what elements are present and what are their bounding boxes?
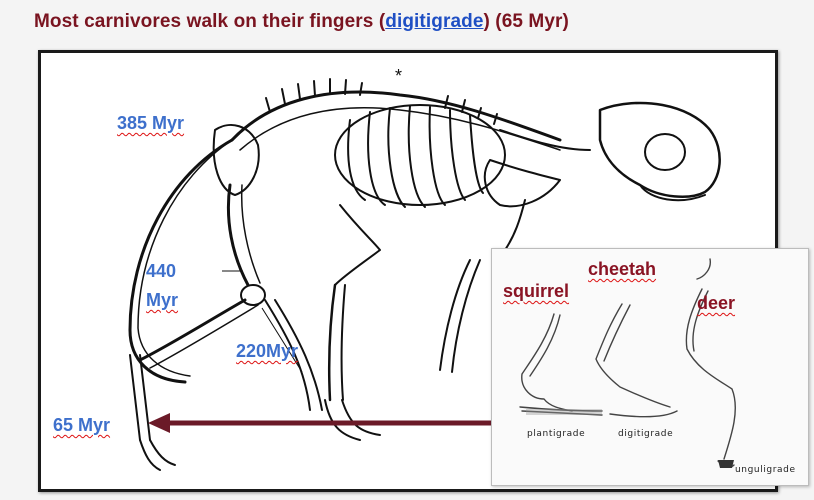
label-440-number: 440 [146,261,176,282]
label-unguligrade: unguligrade [735,465,796,475]
label-deer-text: deer [697,293,735,313]
label-digitigrade: digitigrade [618,429,673,439]
label-deer: deer [697,293,735,314]
asterisk-mark: * [395,66,402,87]
label-squirrel-text: squirrel [503,281,569,301]
label-440-unit: Myr [146,290,178,311]
label-pointer-220 [262,308,302,372]
label-plantigrade: plantigrade [527,429,585,439]
label-220-myr-text: 220Myr [236,341,298,361]
label-65-myr: 65 Myr [53,415,110,436]
label-385-myr-text: 385 Myr [117,113,184,133]
foot-posture-inset: cheetah squirrel deer plantigrade digiti… [491,248,809,486]
label-220-myr: 220Myr [236,341,298,362]
label-65-myr-text: 65 Myr [53,415,110,435]
label-cheetah: cheetah [588,259,656,280]
label-squirrel: squirrel [503,281,569,302]
label-cheetah-text: cheetah [588,259,656,279]
label-440-unit-text: Myr [146,290,178,310]
label-385-myr: 385 Myr [117,113,184,134]
